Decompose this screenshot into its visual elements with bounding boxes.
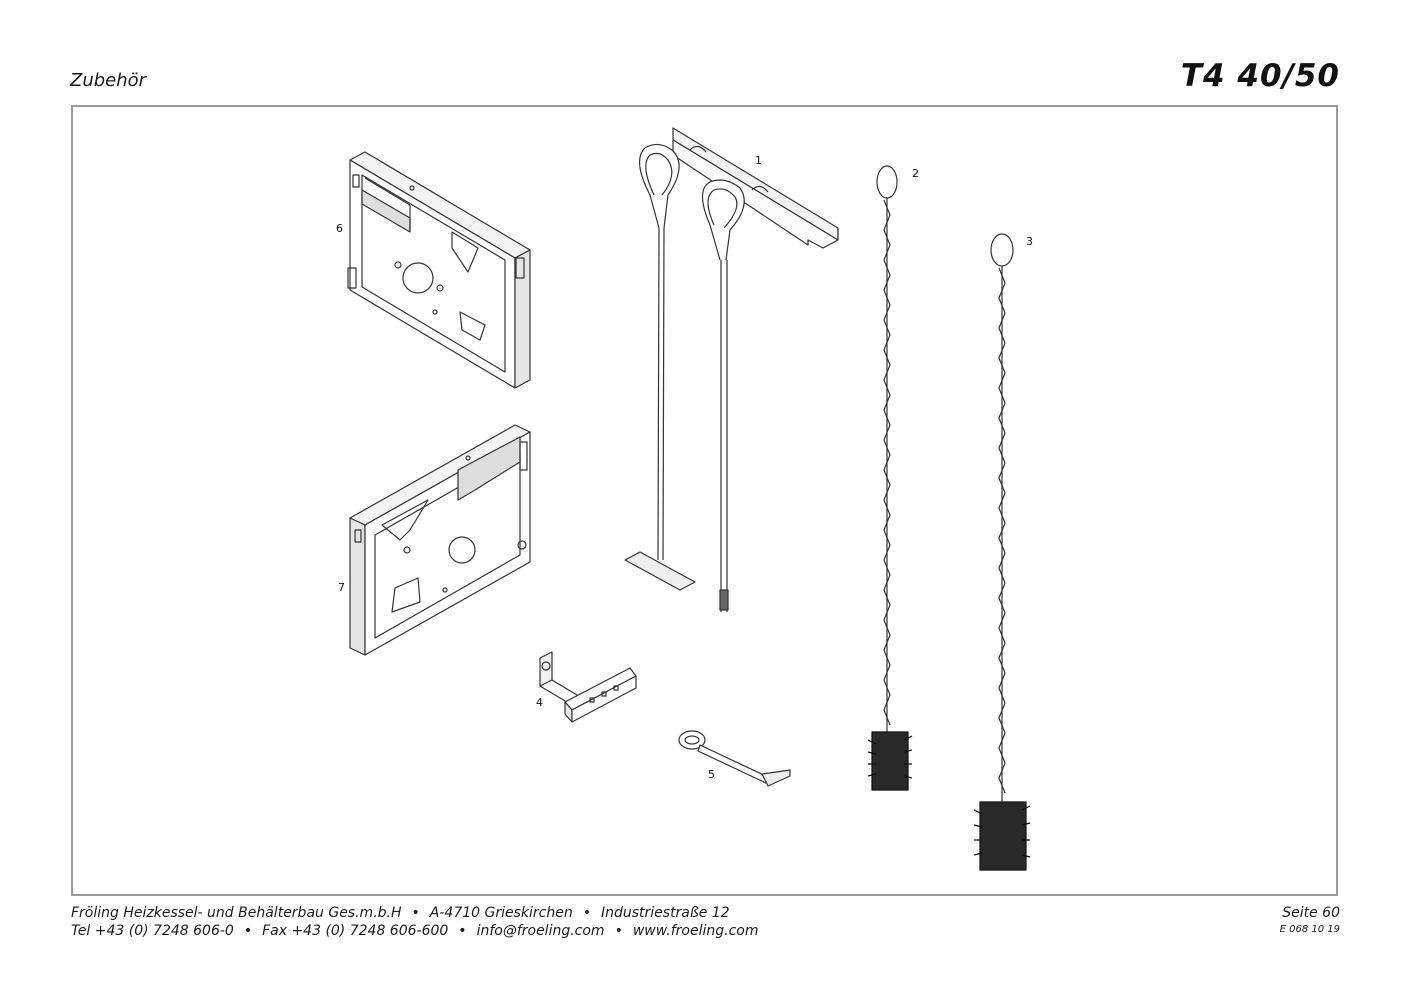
part-2-brush bbox=[867, 165, 913, 791]
callout-4: 4 bbox=[536, 696, 543, 709]
part-5-wrench bbox=[678, 730, 791, 787]
part-6-frame bbox=[347, 151, 531, 389]
footer-line-2: Tel +43 (0) 7248 606-0 • Fax +43 (0) 7248 … bbox=[71, 922, 759, 940]
footer-line-1: Fröling Heizkessel- und Behälterbau Ges.… bbox=[71, 904, 759, 922]
company-name: Fröling Heizkessel- und Behälterbau Ges.… bbox=[71, 905, 402, 921]
part-1-holder-and-tools bbox=[624, 127, 839, 612]
callout-7: 7 bbox=[338, 581, 345, 594]
document-code: E 068 10 19 bbox=[1279, 924, 1340, 935]
drawing-frame bbox=[71, 105, 1338, 896]
section-title: Zubehör bbox=[70, 70, 147, 91]
part-3-brush bbox=[973, 233, 1031, 871]
callout-2: 2 bbox=[912, 167, 919, 180]
separator: • bbox=[582, 905, 591, 921]
part-7-frame bbox=[349, 424, 531, 656]
separator: • bbox=[411, 905, 420, 921]
callout-6: 6 bbox=[336, 222, 343, 235]
phone: Tel +43 (0) 7248 606-0 bbox=[71, 923, 234, 939]
fax: Fax +43 (0) 7248 606-600 bbox=[262, 923, 449, 939]
company-city: A-4710 Grieskirchen bbox=[429, 905, 573, 921]
model-title: T4 40/50 bbox=[1180, 58, 1340, 94]
callout-1: 1 bbox=[755, 154, 762, 167]
footer-page-info: Seite 60 E 068 10 19 bbox=[1280, 904, 1340, 938]
part-4-bracket bbox=[539, 651, 637, 723]
separator: • bbox=[614, 923, 623, 939]
page-number: Seite 60 bbox=[1282, 905, 1340, 921]
callout-3: 3 bbox=[1026, 235, 1033, 248]
company-street: Industriestraße 12 bbox=[600, 905, 730, 921]
footer-contact: Fröling Heizkessel- und Behälterbau Ges.… bbox=[71, 904, 759, 940]
separator: • bbox=[458, 923, 467, 939]
website-link[interactable]: www.froeling.com bbox=[632, 923, 759, 939]
separator: • bbox=[243, 923, 253, 939]
callout-5: 5 bbox=[708, 768, 715, 781]
email-link[interactable]: info@froeling.com bbox=[476, 923, 605, 939]
